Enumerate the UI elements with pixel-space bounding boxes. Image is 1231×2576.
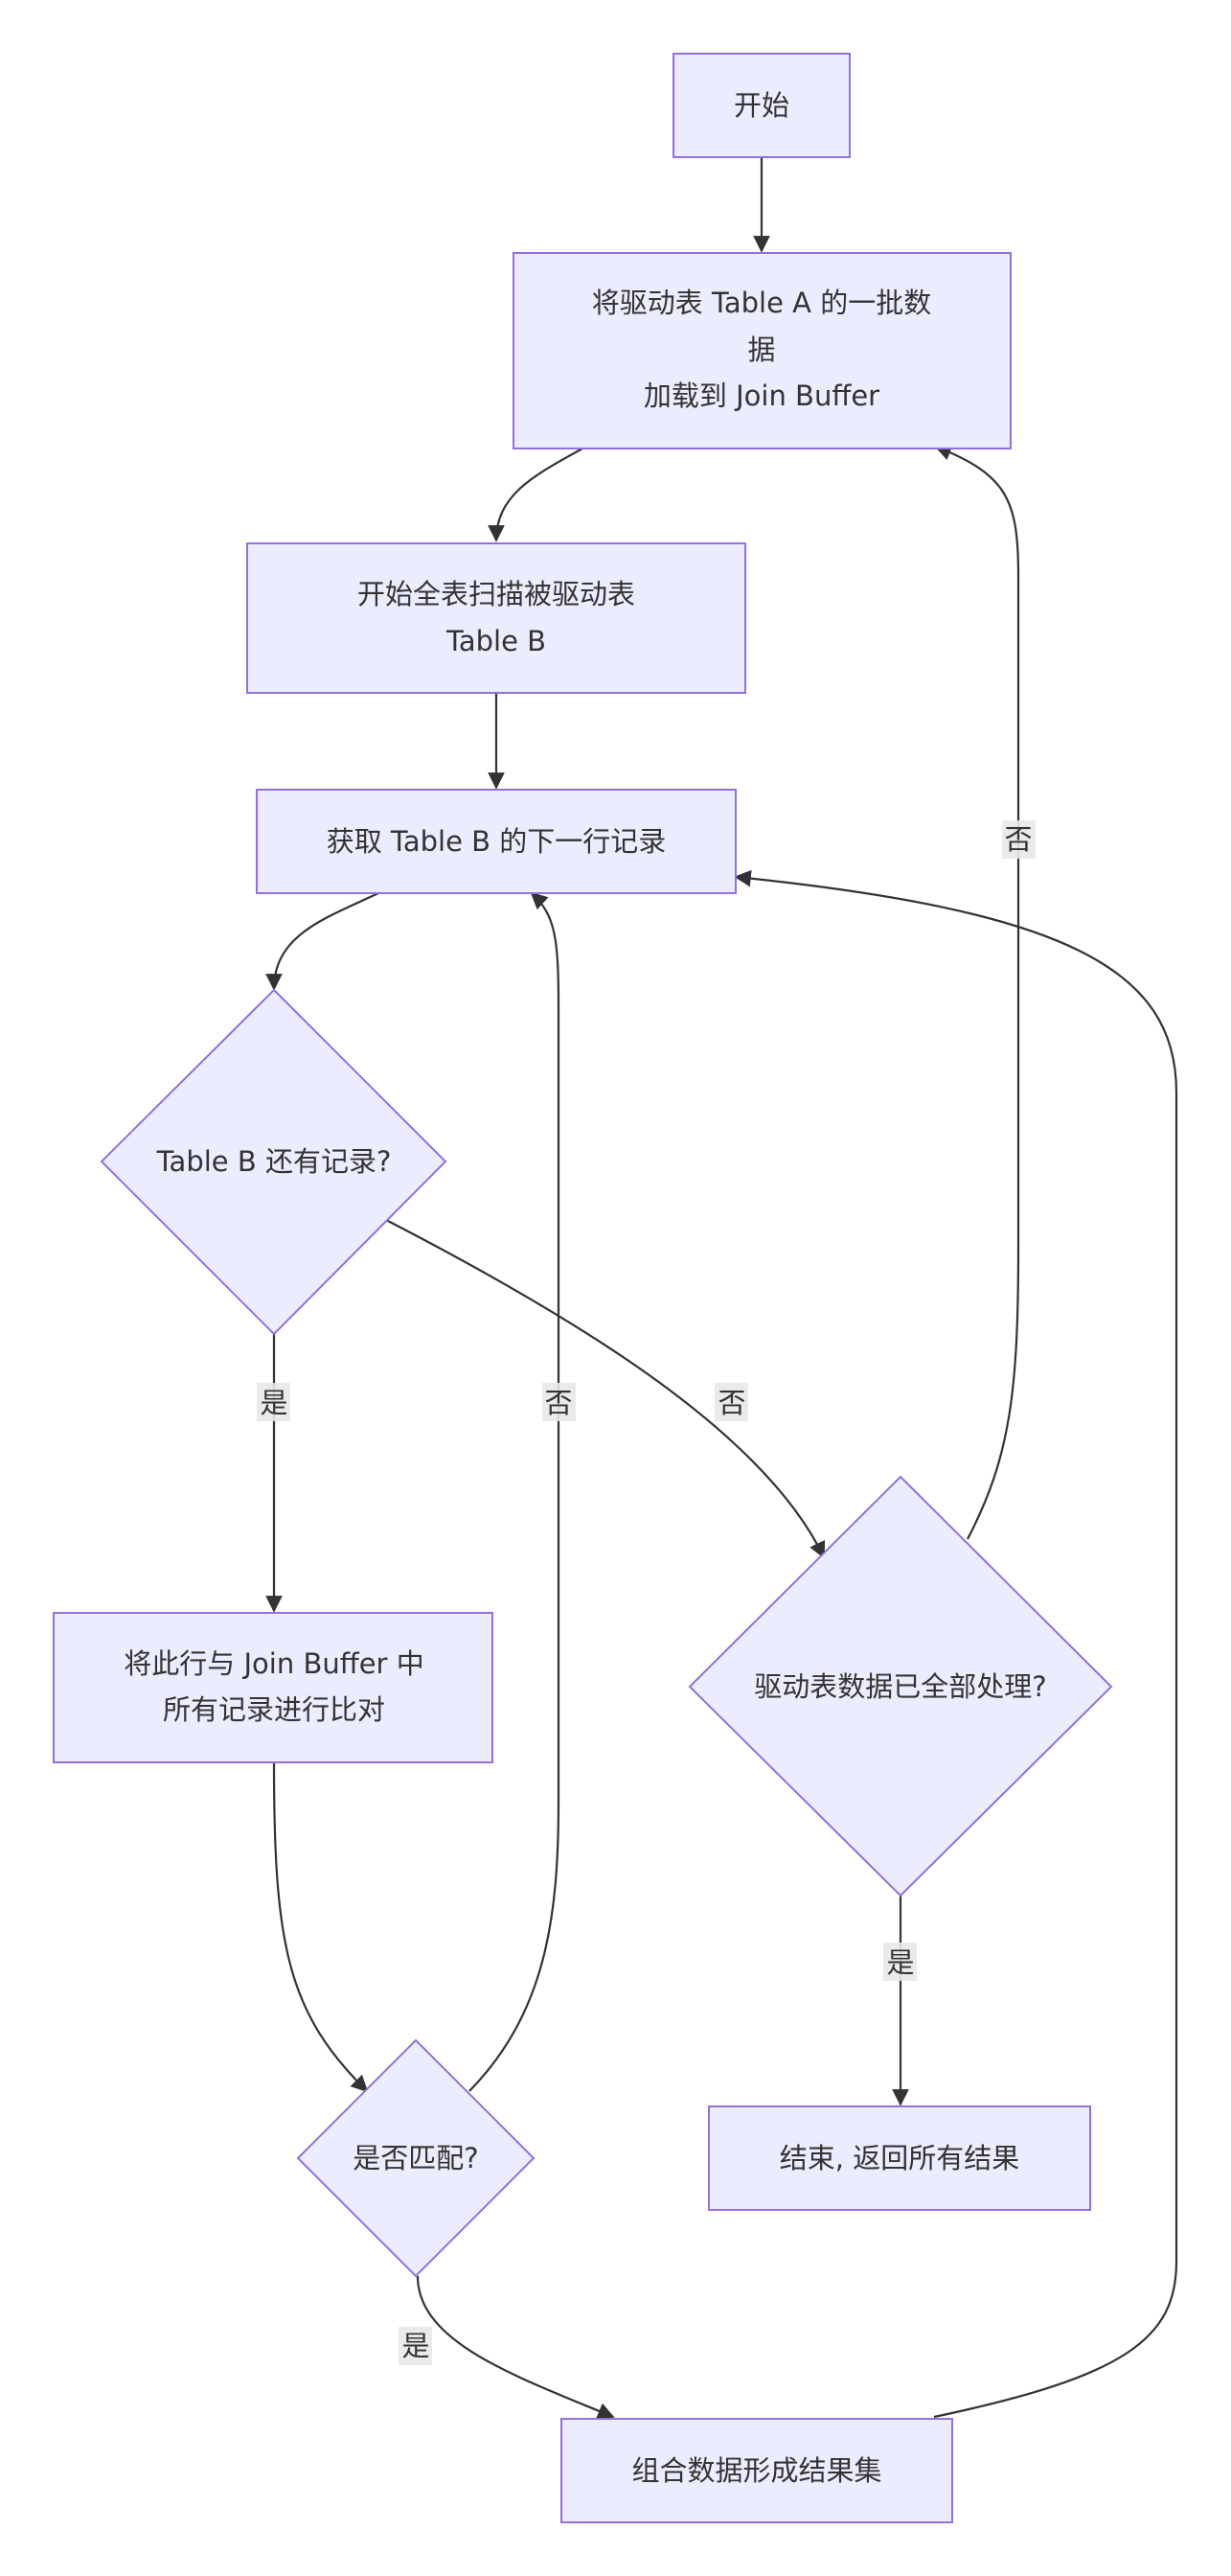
node-end-line-1: 结束, 返回所有结果: [780, 2142, 1019, 2174]
edge-next-row-to-has-more: [265, 892, 379, 991]
node-has-more-line-1: Table B 还有记录?: [156, 1145, 392, 1178]
edge-label-match-yes: 是: [399, 2327, 432, 2365]
node-compare-line-2: 所有记录进行比对: [163, 1693, 385, 1726]
node-load-buffer-line-1: 将驱动表 Table A 的一批数: [592, 287, 932, 319]
node-start-line-1: 开始: [734, 89, 789, 122]
node-scan-b-line-1: 开始全表扫描被驱动表: [357, 578, 635, 610]
svg-text:否: 否: [718, 1387, 745, 1419]
node-next-row: 获取 Table B 的下一行记录: [256, 789, 737, 894]
svg-text:是: 是: [401, 2330, 429, 2362]
node-load-buffer-line-2: 据: [747, 334, 775, 366]
edge-label-all-done-no: 否: [1002, 820, 1036, 859]
edge-compare-to-match: [272, 1761, 369, 2093]
edge-labels: 是 否 否 是 否 是: [257, 820, 1036, 2365]
node-scan-b-line-2: Table B: [445, 625, 546, 657]
node-end: 结束, 返回所有结果: [708, 2105, 1091, 2211]
node-all-done-line-1: 驱动表数据已全部处理?: [754, 1670, 1046, 1703]
edge-label-has-more-no: 否: [715, 1383, 748, 1421]
edge-label-has-more-yes: 是: [257, 1383, 290, 1421]
node-result: 组合数据形成结果集: [560, 2418, 953, 2523]
svg-text:否: 否: [1004, 823, 1032, 856]
edge-load-buffer-to-scan-b: [488, 448, 583, 542]
edge-match-to-next-row-no: [468, 891, 560, 2092]
node-has-more-decision: Table B 还有记录?: [100, 988, 447, 1336]
svg-text:是: 是: [886, 1946, 914, 1979]
svg-text:是: 是: [260, 1387, 287, 1419]
edge-has-more-to-all-done-no: [385, 1219, 826, 1559]
edge-all-done-to-load-buffer-no: [934, 444, 1020, 1540]
node-scan-b: 开始全表扫描被驱动表 Table B: [246, 542, 746, 694]
node-compare-line-1: 将此行与 Join Buffer 中: [124, 1647, 423, 1680]
node-result-line-1: 组合数据形成结果集: [631, 2454, 881, 2487]
edge-label-match-no: 否: [542, 1383, 576, 1421]
svg-text:否: 否: [544, 1387, 572, 1419]
edge-label-all-done-yes: 是: [883, 1943, 917, 1981]
nodes: 开始 将驱动表 Table A 的一批数 据 加载到 Join Buffer 开…: [53, 53, 1113, 2523]
node-all-done-decision: 驱动表数据已全部处理?: [688, 1475, 1113, 1898]
node-start: 开始: [672, 53, 851, 158]
node-match-decision: 是否匹配?: [296, 2038, 536, 2278]
node-load-buffer-line-3: 加载到 Join Buffer: [644, 380, 879, 412]
node-next-row-line-1: 获取 Table B 的下一行记录: [327, 825, 667, 858]
node-compare: 将此行与 Join Buffer 中 所有记录进行比对: [53, 1612, 493, 1763]
edges: [265, 157, 1178, 2419]
edge-result-to-next-row: [734, 869, 1178, 2419]
node-match-line-1: 是否匹配?: [353, 2142, 478, 2174]
edge-match-to-result-yes: [416, 2275, 615, 2419]
node-load-buffer: 将驱动表 Table A 的一批数 据 加载到 Join Buffer: [513, 252, 1012, 449]
